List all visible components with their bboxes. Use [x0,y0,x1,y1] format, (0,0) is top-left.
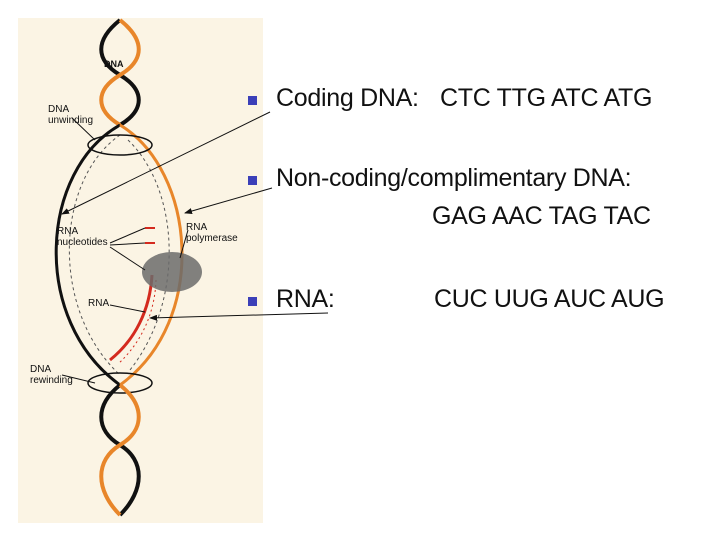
template-strand-outer [54,123,121,387]
noncoding-dna-label: Non-coding/complimentary DNA: [276,164,632,192]
coding-dna-label: Coding DNA: [276,84,419,112]
label-rna-nucleotides: RNA nucleotides [57,226,108,248]
rna-label: RNA: [276,285,335,313]
rna-strand-bases [117,279,157,365]
label-dna-unwinding: DNA unwinding [48,104,94,126]
leader-nucleotides-1 [109,227,146,244]
square-bullet-icon [248,297,257,306]
free-rna-nucleotides [145,227,155,244]
leader-rewinding [61,374,96,384]
arrow-noncoding-dna [184,187,273,214]
leader-nucleotides-2 [109,242,146,246]
diagram-background [18,18,263,523]
arrow-coding-dna [61,111,271,215]
square-bullet-icon [248,96,257,105]
arrow-rna [149,312,329,321]
rna-value: CUC UUG AUC AUG [434,285,665,313]
coding-strand [119,123,184,387]
helix-top-orange-strand [99,18,141,127]
noncoding-dna-value: GAG AAC TAG TAC [432,202,651,230]
label-rna-polymerase: RNA polymerase [186,222,238,244]
rewinding-ring [87,372,153,394]
square-bullet-icon [248,176,257,185]
leader-nucleotides-3 [109,246,146,271]
rna-polymerase-shape [142,252,202,292]
template-strand-inner [68,134,121,376]
label-dna: DNA [104,59,124,69]
coding-dna-value: CTC TTG ATC ATG [440,84,653,112]
label-rna: RNA [88,298,110,309]
leader-rna [109,304,146,313]
label-dna-rewinding: DNA rewinding [30,364,73,386]
unwinding-ring [87,134,153,156]
leader-unwinding [71,117,96,141]
helix-bottom-orange-strand [99,383,141,517]
leader-polymerase [179,229,189,259]
